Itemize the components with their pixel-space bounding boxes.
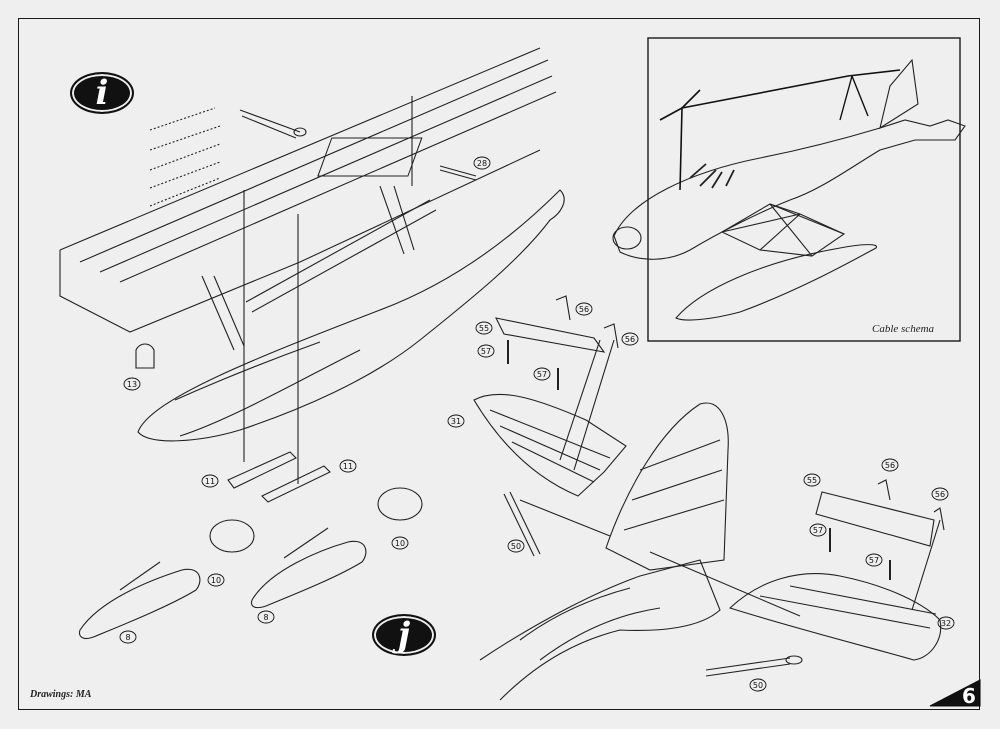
- svg-text:32: 32: [941, 619, 951, 628]
- callout-57b: 57: [533, 367, 551, 381]
- callout-11a: 11: [201, 474, 219, 488]
- page-border: [18, 18, 980, 710]
- callout-57d: 57: [865, 553, 883, 567]
- svg-text:11: 11: [205, 477, 215, 486]
- callout-57a: 57: [477, 344, 495, 358]
- callout-8b: 8: [257, 610, 275, 624]
- svg-text:56: 56: [935, 490, 945, 499]
- callout-32: 32: [937, 616, 955, 630]
- info-marker-j: j: [372, 614, 436, 656]
- tail-assembly: [473, 295, 945, 701]
- callout-56a: 56: [575, 302, 593, 316]
- part-callouts: 13 28 11 11 10 10 8 8 31 55 56 56 57 57 …: [119, 156, 955, 692]
- callout-50b: 50: [749, 678, 767, 692]
- page-number: 6: [962, 684, 976, 708]
- cable-schema-caption: Cable schema: [872, 323, 935, 335]
- callout-55a: 55: [475, 321, 493, 335]
- svg-text:56: 56: [579, 305, 589, 314]
- drawings-credit: Drawings: MA: [30, 689, 92, 700]
- callout-57c: 57: [809, 523, 827, 537]
- callout-10b: 10: [391, 536, 409, 550]
- callout-56b: 56: [621, 332, 639, 346]
- callout-56d: 56: [931, 487, 949, 501]
- svg-text:57: 57: [813, 526, 823, 535]
- callout-31: 31: [447, 414, 465, 428]
- page-corner: [929, 679, 981, 707]
- svg-text:55: 55: [807, 476, 817, 485]
- wing-float-assembly: [59, 47, 565, 639]
- svg-text:57: 57: [537, 370, 547, 379]
- svg-text:57: 57: [481, 347, 491, 356]
- svg-text:10: 10: [211, 576, 221, 585]
- callout-56c: 56: [881, 458, 899, 472]
- svg-text:56: 56: [625, 335, 635, 344]
- svg-text:55: 55: [479, 324, 489, 333]
- svg-text:50: 50: [511, 542, 521, 551]
- svg-text:57: 57: [869, 556, 879, 565]
- svg-text:56: 56: [885, 461, 895, 470]
- callout-8a: 8: [119, 630, 137, 644]
- callout-28: 28: [473, 156, 491, 170]
- info-marker-i: i: [70, 72, 134, 114]
- svg-text:31: 31: [451, 417, 461, 426]
- svg-text:28: 28: [477, 159, 487, 168]
- svg-text:50: 50: [753, 681, 763, 690]
- callout-10a: 10: [207, 573, 225, 587]
- callout-55b: 55: [803, 473, 821, 487]
- svg-text:10: 10: [395, 539, 405, 548]
- callout-13: 13: [123, 377, 141, 391]
- callout-50a: 50: [507, 539, 525, 553]
- callout-11b: 11: [339, 459, 357, 473]
- svg-text:13: 13: [127, 380, 137, 389]
- svg-text:8: 8: [263, 613, 268, 622]
- svg-text:8: 8: [125, 633, 130, 642]
- svg-text:11: 11: [343, 462, 353, 471]
- cable-schema-inset: [612, 37, 966, 342]
